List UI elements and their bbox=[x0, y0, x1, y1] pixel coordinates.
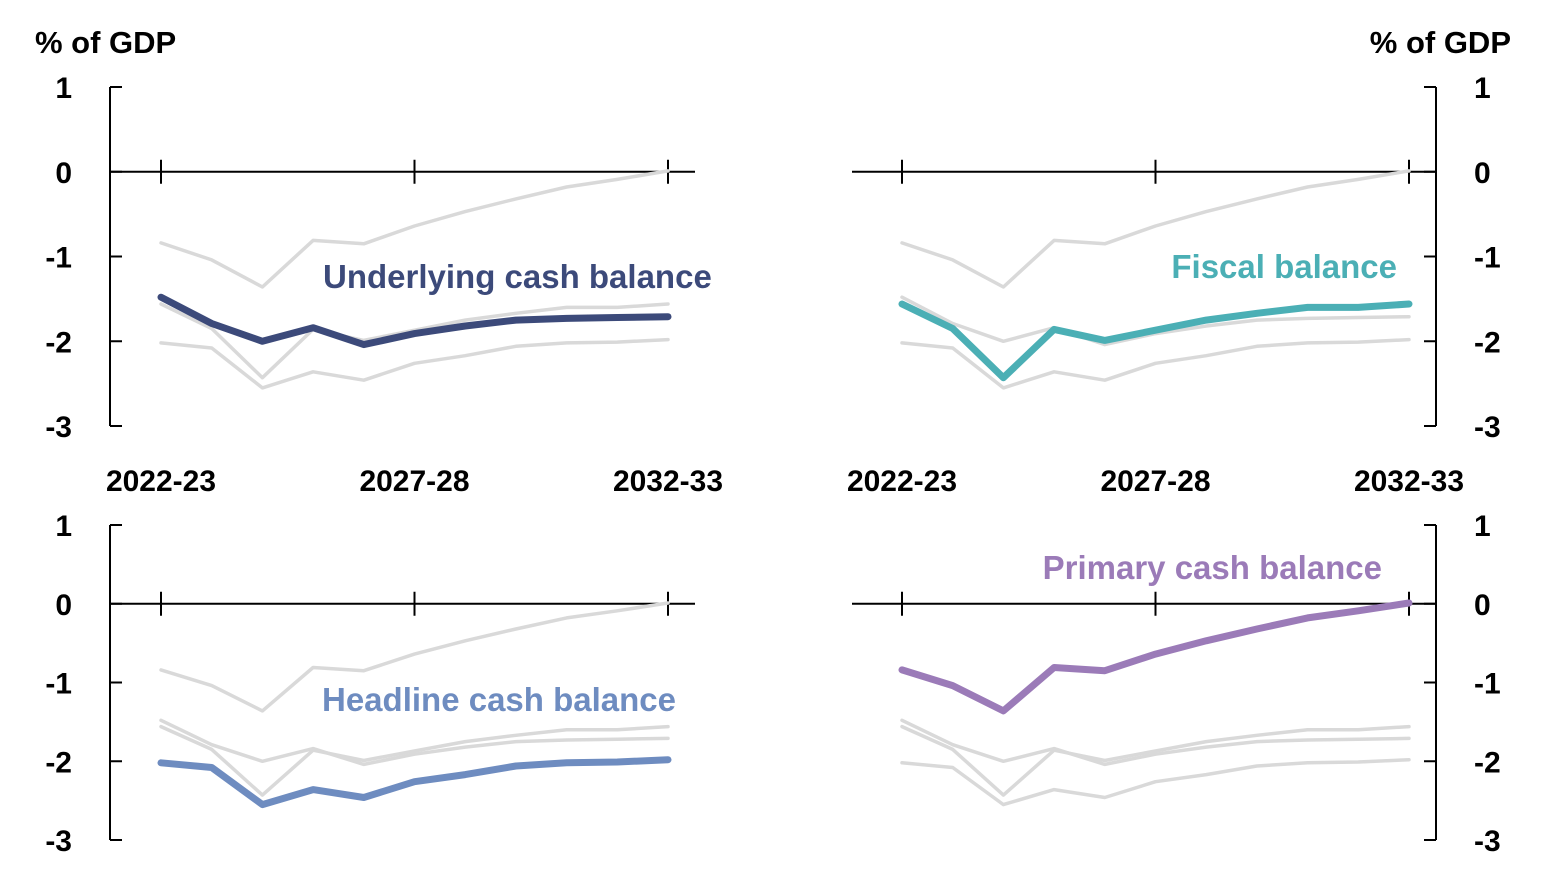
series-label: Underlying cash balance bbox=[323, 258, 712, 295]
series-label: Headline cash balance bbox=[322, 681, 676, 718]
y-tick-label: -2 bbox=[45, 746, 72, 779]
background-line-fiscal-balance bbox=[159, 724, 670, 797]
background-line-primary-cash-balance bbox=[159, 601, 670, 713]
y-tick-label: -2 bbox=[45, 326, 72, 359]
y-tick-label: 1 bbox=[55, 72, 72, 105]
y-tick-label: -1 bbox=[45, 242, 72, 275]
background-line-underlying-cash-balance bbox=[159, 718, 670, 767]
panel-3: 1 0 -1 -2 -3 Primary cash balance bbox=[852, 510, 1501, 858]
y-tick-label: 0 bbox=[55, 589, 72, 622]
y-tick-label: -1 bbox=[1474, 668, 1501, 701]
y-tick-label: -3 bbox=[45, 825, 72, 858]
background-line-underlying-cash-balance bbox=[900, 718, 1411, 767]
y-tick-label: -3 bbox=[1474, 411, 1501, 444]
series-label: Primary cash balance bbox=[1043, 549, 1382, 586]
y-tick-label: 1 bbox=[1474, 510, 1491, 543]
y-unit-label-left: % of GDP bbox=[35, 25, 176, 60]
background-line-primary-cash-balance bbox=[900, 169, 1411, 289]
y-tick-label: -1 bbox=[1474, 242, 1501, 275]
panel-0: 1 0 -1 -2 -3 2022-23 2027-28 2032-33 Underlying … bbox=[45, 72, 723, 498]
y-tick-label: -2 bbox=[1474, 326, 1501, 359]
x-tick-label: 2032-33 bbox=[613, 465, 723, 498]
y-unit-label-right: % of GDP bbox=[1370, 25, 1511, 60]
panel-1: 1 0 -1 -2 -3 2022-23 2027-28 2032-33 Fiscal bala… bbox=[847, 72, 1501, 498]
y-tick-label: -3 bbox=[45, 411, 72, 444]
x-tick-label: 2027-28 bbox=[1100, 465, 1210, 498]
series-line-fiscal-balance bbox=[898, 300, 1413, 382]
background-line-fiscal-balance bbox=[900, 724, 1411, 797]
background-line-headline-cash-balance bbox=[159, 337, 670, 390]
panel-2: 1 0 -1 -2 -3 Headline cash balance bbox=[45, 510, 695, 858]
series-line-primary-cash-balance bbox=[898, 599, 1413, 715]
y-tick-label: 1 bbox=[1474, 72, 1491, 105]
background-line-headline-cash-balance bbox=[900, 757, 1411, 807]
background-line-headline-cash-balance bbox=[900, 337, 1411, 390]
x-tick-label: 2032-33 bbox=[1354, 465, 1464, 498]
y-tick-label: -1 bbox=[45, 668, 72, 701]
series-line-headline-cash-balance bbox=[157, 756, 672, 809]
y-tick-label: 0 bbox=[55, 157, 72, 190]
x-tick-label: 2022-23 bbox=[106, 465, 216, 498]
y-tick-label: -3 bbox=[1474, 825, 1501, 858]
x-tick-label: 2027-28 bbox=[359, 465, 469, 498]
series-line-underlying-cash-balance bbox=[157, 293, 672, 349]
x-tick-label: 2022-23 bbox=[847, 465, 957, 498]
y-tick-label: 0 bbox=[1474, 589, 1491, 622]
y-tick-label: -2 bbox=[1474, 746, 1501, 779]
background-line-primary-cash-balance bbox=[159, 169, 670, 289]
y-tick-label: 0 bbox=[1474, 157, 1491, 190]
series-label: Fiscal balance bbox=[1171, 248, 1397, 285]
y-tick-label: 1 bbox=[55, 510, 72, 543]
